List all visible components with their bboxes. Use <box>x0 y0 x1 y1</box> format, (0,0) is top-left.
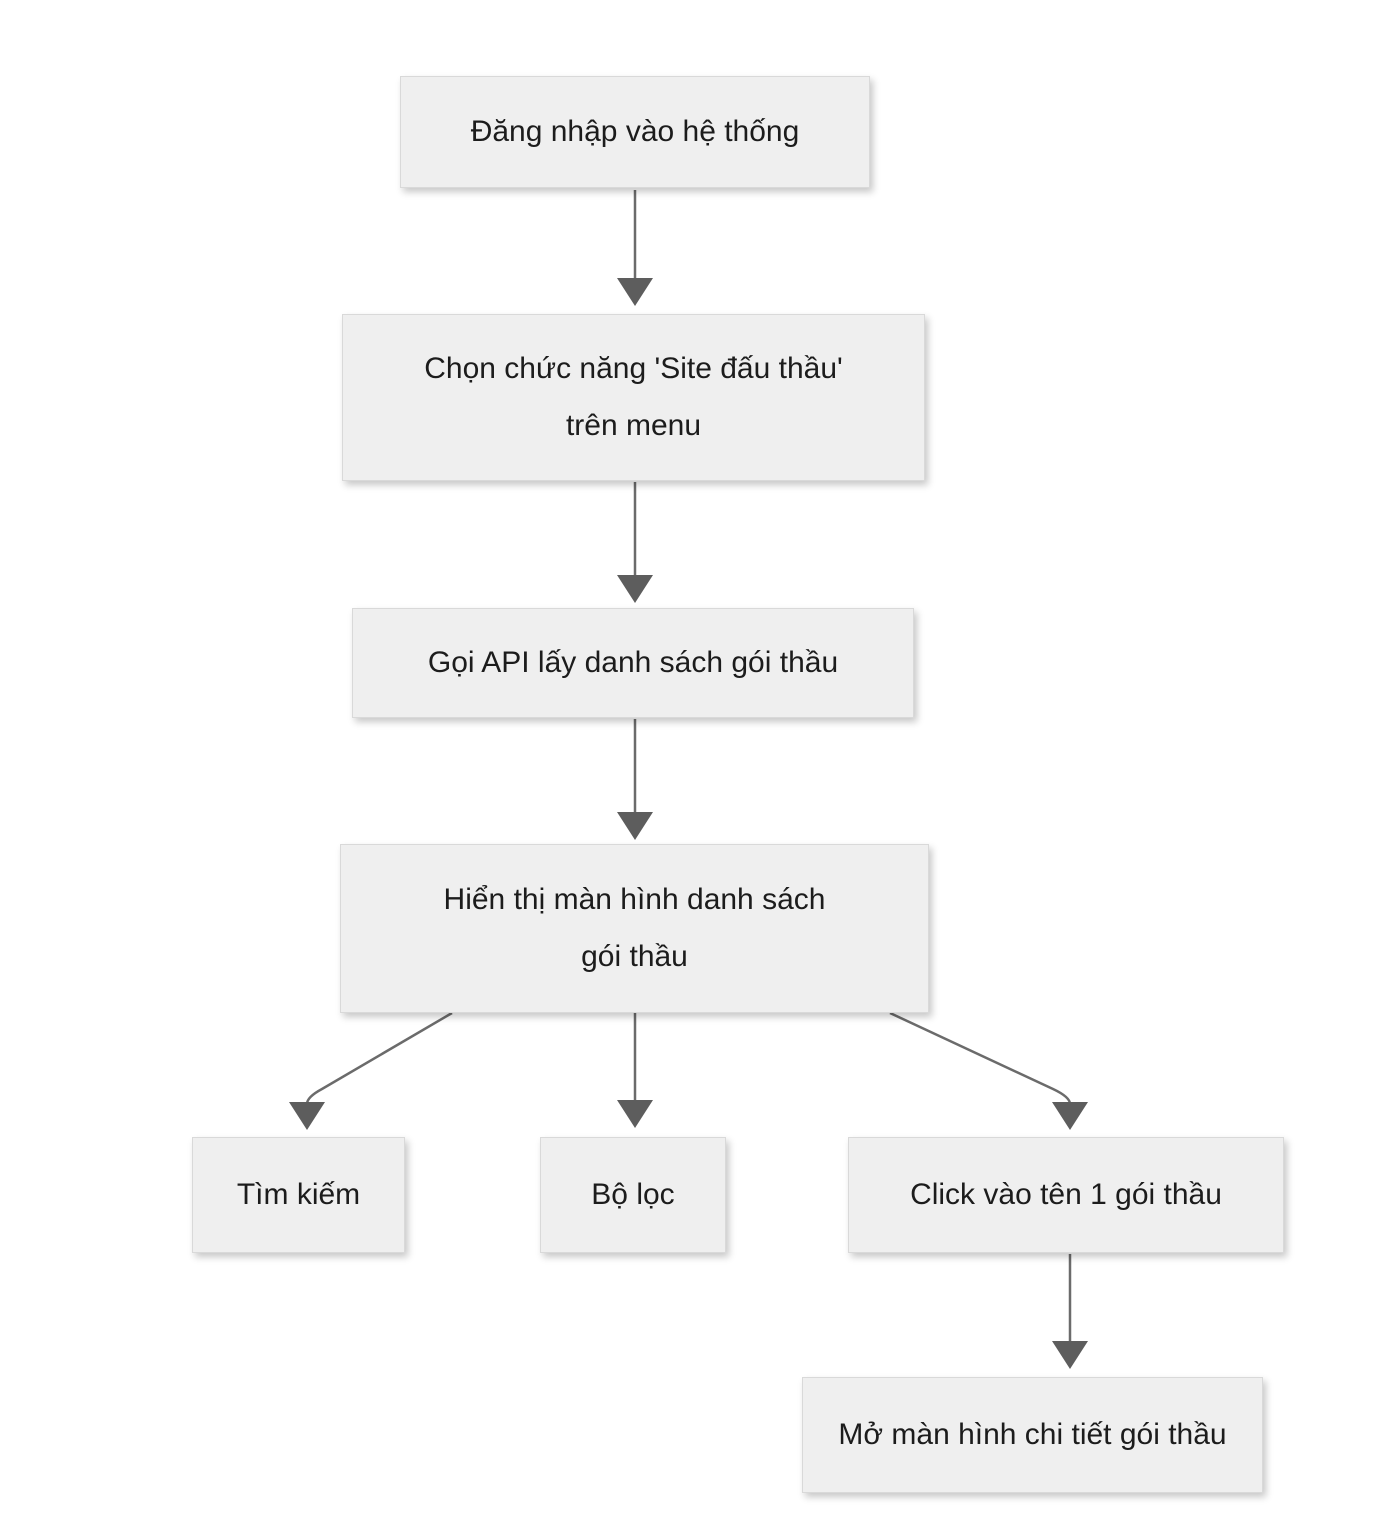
node-choose-menu-label-line2: trên menu <box>565 408 702 442</box>
node-filter: Bộ lọc <box>540 1137 726 1253</box>
node-show-list: Hiển thị màn hình danh sách gói thầu <box>340 844 929 1013</box>
node-search: Tìm kiếm <box>192 1137 405 1253</box>
node-call-api-label: Gọi API lấy danh sách gói thầu <box>427 645 839 679</box>
node-login: Đăng nhập vào hệ thống <box>400 76 870 188</box>
node-click-package-label: Click vào tên 1 gói thầu <box>910 1177 1222 1211</box>
node-show-list-label-line1: Hiển thị màn hình danh sách <box>443 883 826 917</box>
node-open-detail-label: Mở màn hình chi tiết gói thầu <box>838 1417 1227 1451</box>
node-choose-menu-label-line1: Chọn chức năng 'Site đấu thầu' <box>424 352 843 386</box>
node-filter-label: Bộ lọc <box>591 1177 675 1211</box>
node-choose-menu: Chọn chức năng 'Site đấu thầu' trên menu <box>342 314 925 481</box>
node-search-label: Tìm kiếm <box>236 1177 361 1211</box>
arrow-call-api-to-show-list <box>617 719 653 840</box>
arrow-show-list-to-search <box>289 1011 453 1130</box>
arrow-login-to-choose-menu <box>617 190 653 306</box>
node-click-package: Click vào tên 1 gói thầu <box>848 1137 1284 1253</box>
node-show-list-label-line2: gói thầu <box>581 939 688 973</box>
arrow-click-package-to-open-detail <box>1052 1254 1088 1369</box>
node-call-api: Gọi API lấy danh sách gói thầu <box>352 608 914 718</box>
arrow-show-list-to-filter <box>617 1013 653 1128</box>
arrow-show-list-to-click-package <box>889 1011 1088 1130</box>
arrow-choose-menu-to-call-api <box>617 482 653 603</box>
node-login-label: Đăng nhập vào hệ thống <box>470 114 800 148</box>
node-open-detail: Mở màn hình chi tiết gói thầu <box>802 1377 1263 1493</box>
